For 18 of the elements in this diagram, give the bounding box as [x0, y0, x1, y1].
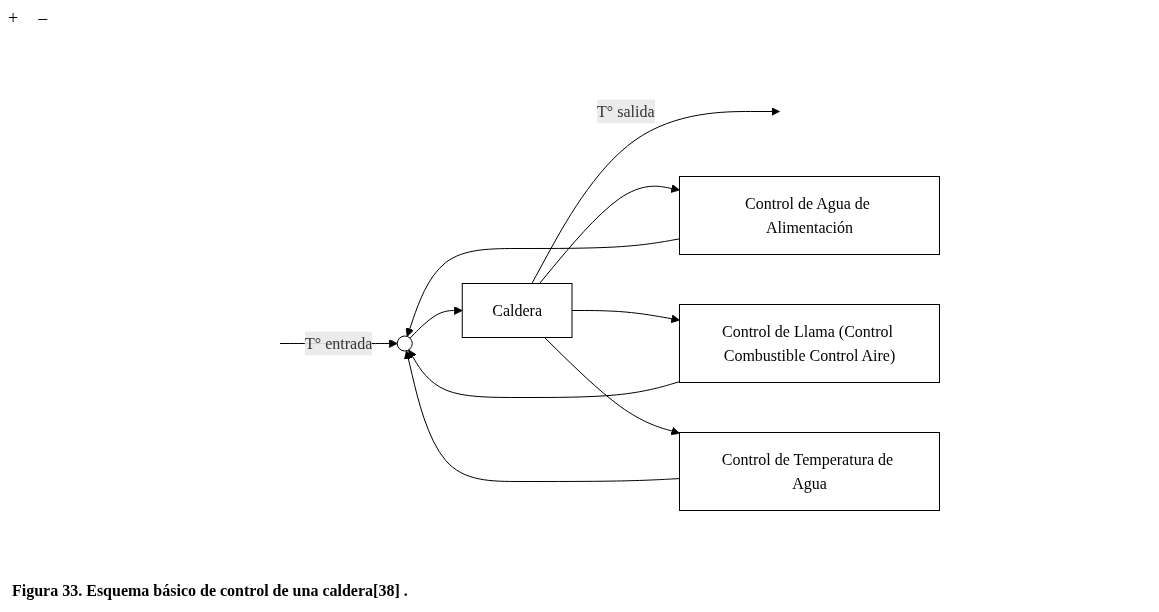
sign-label: –: [38, 8, 48, 29]
edge-label: T° entrada: [304, 334, 372, 352]
figure-caption: Figura 33. Esquema básico de control de una caldera[38] .: [11, 581, 409, 602]
sign-label: +: [8, 8, 19, 29]
arrow: [531, 107, 780, 284]
arrow: [538, 184, 680, 284]
edge-label: T° salida: [596, 102, 655, 120]
arrow: [571, 310, 680, 324]
node-circle: [396, 335, 413, 352]
arrow: [407, 349, 680, 398]
node-box: Control de Temperatura de Agua: [678, 432, 940, 511]
node-box: Control de Agua de Alimentación: [678, 176, 940, 255]
node-box: Caldera: [461, 283, 573, 338]
node-box: Control de Llama (Control Combustible Control Aire): [678, 304, 940, 383]
arrow: [543, 337, 680, 436]
arrow: [409, 306, 463, 339]
arrow: [403, 350, 680, 482]
arrow: [405, 238, 680, 337]
